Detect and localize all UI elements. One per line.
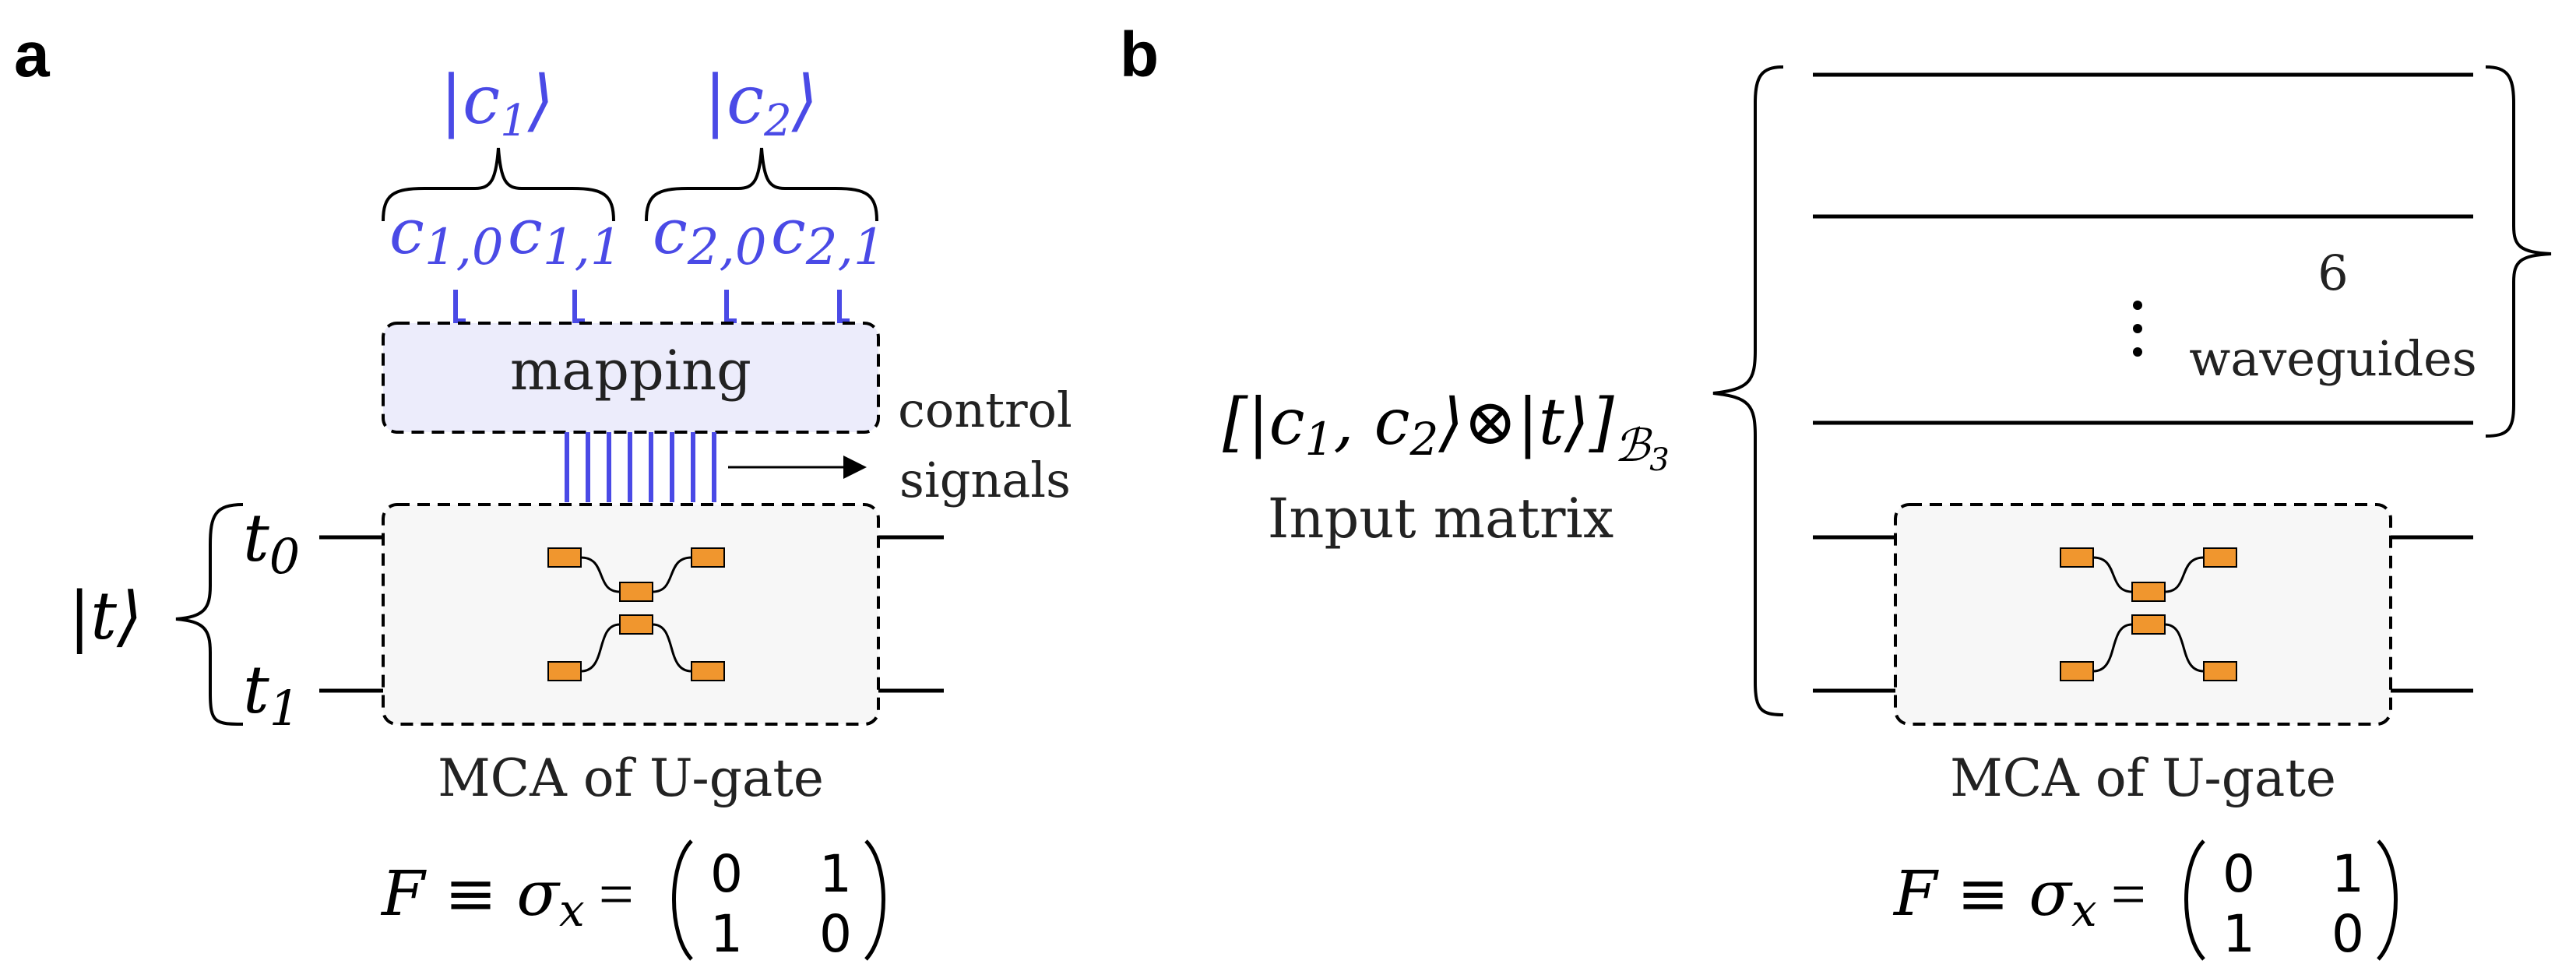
- matrix-a-10: 1: [710, 904, 743, 964]
- matrix-a-01: 1: [819, 844, 852, 904]
- ellipsis-dot-1: [2133, 301, 2142, 310]
- matrix-b-10: 1: [2222, 904, 2255, 964]
- ket-c1: |c1⟩: [440, 62, 554, 146]
- mca-caption-a: MCA of U-gate: [438, 748, 824, 808]
- control-signal-lines: [565, 432, 716, 502]
- waveguide-count: 6: [2317, 244, 2348, 301]
- control-label-line1: control: [898, 382, 1072, 438]
- brace-c1: [382, 147, 615, 222]
- label-c21: c2,1: [771, 195, 885, 276]
- ellipsis-dot-2: [2133, 324, 2142, 333]
- ket-t: |t⟩: [69, 578, 143, 654]
- control-label-line2: signals: [899, 452, 1071, 508]
- ellipsis-dot-3: [2133, 347, 2142, 357]
- matrix-a-00: 0: [710, 844, 743, 904]
- brace-c2: [645, 147, 878, 222]
- waveguide-label: waveguides: [2189, 330, 2476, 387]
- matrix-b-01: 1: [2331, 844, 2364, 904]
- panel-b-label: b: [1120, 19, 1159, 90]
- label-c10: c1,0: [389, 195, 504, 276]
- label-t1: t1: [243, 652, 300, 737]
- matrix-b-11: 0: [2331, 904, 2364, 964]
- matrix-paren-right-a: [864, 839, 885, 961]
- mapping-input-ticks: [453, 290, 850, 323]
- matrix-b-00: 0: [2222, 844, 2255, 904]
- formula-b: F ≡ σx=: [1892, 857, 2146, 937]
- formula-a: F ≡ σx=: [380, 857, 634, 937]
- matrix-a-11: 0: [819, 904, 852, 964]
- input-matrix-caption: Input matrix: [1268, 487, 1614, 551]
- waveguides-brace: [2485, 65, 2552, 438]
- mca-caption-b: MCA of U-gate: [1950, 748, 2336, 808]
- panel-a-label: a: [14, 19, 51, 90]
- label-c20: c2,0: [653, 195, 767, 276]
- matrix-paren-left-b: [2184, 839, 2205, 961]
- label-c11: c1,1: [508, 195, 622, 276]
- mapping-label: mapping: [510, 339, 751, 403]
- mapping-box: [382, 322, 880, 434]
- brace-t: [175, 503, 244, 726]
- input-brace: [1712, 65, 1784, 716]
- matrix-paren-left-a: [672, 839, 693, 961]
- matrix-paren-right-b: [2377, 839, 2398, 961]
- ket-c2: |c2⟩: [704, 62, 818, 146]
- label-t0: t0: [243, 500, 300, 585]
- input-matrix-expression: [|c1, c2⟩⊗|t⟩]ℬ3: [1223, 385, 1670, 478]
